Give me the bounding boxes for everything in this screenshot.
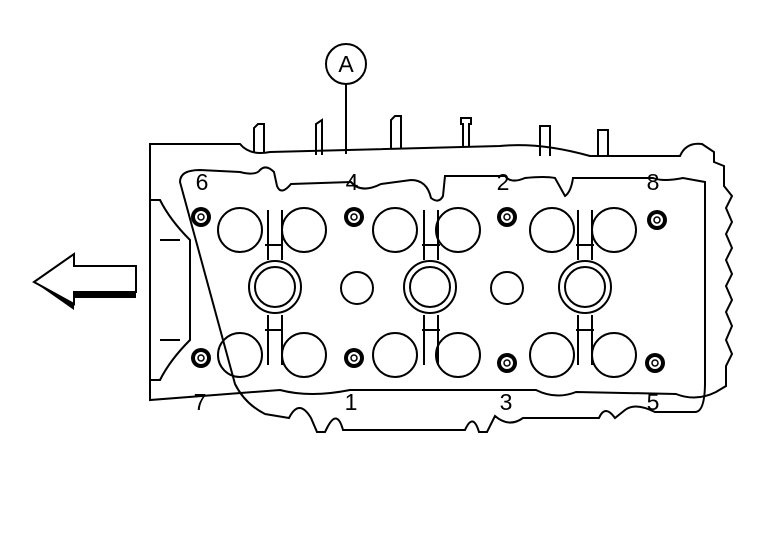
bolt-2 [497, 207, 517, 227]
bolt-7 [191, 348, 211, 368]
bolt-1 [344, 348, 364, 368]
camshaft-bracket-stubs [253, 115, 609, 156]
bolt-label-1: 1 [345, 389, 358, 415]
head-bolts [191, 207, 667, 373]
bolt-label-8: 8 [647, 169, 660, 195]
callout-label: A [338, 51, 354, 77]
bolt-6 [191, 207, 211, 227]
cylinder-head-outline [149, 142, 734, 433]
bolt-label-6: 6 [196, 169, 209, 195]
bolt-3 [497, 353, 517, 373]
bolt-label-7: 7 [194, 389, 207, 415]
bolt-label-3: 3 [500, 389, 513, 415]
front-direction-arrow-icon [32, 252, 137, 310]
bolt-5 [645, 353, 665, 373]
bolt-8 [647, 210, 667, 230]
bolt-4 [344, 207, 364, 227]
bolt-label-2: 2 [497, 169, 510, 195]
callout-a: A [325, 43, 367, 154]
bolt-label-4: 4 [346, 169, 359, 195]
bolt-label-5: 5 [647, 389, 660, 415]
